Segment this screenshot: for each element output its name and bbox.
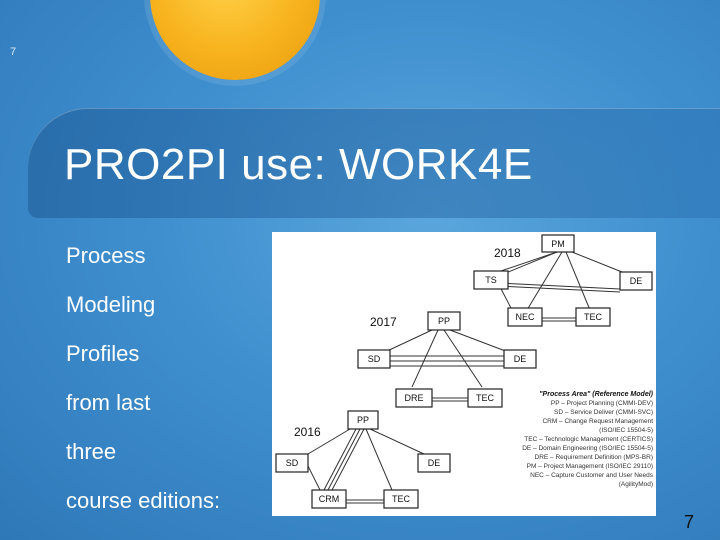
bullet-item: Modeling (66, 292, 156, 317)
legend-item: PM – Project Management (ISO/IEC 29110) (527, 463, 653, 470)
connections-2017 (384, 329, 509, 402)
node-pp-2017: PP (427, 311, 461, 331)
title-band (28, 108, 720, 218)
bullet-item: three (66, 439, 117, 464)
node-sd-2016: SD (275, 453, 309, 473)
legend-item: NEC – Capture Customer and User Needs (530, 472, 654, 479)
node-nec: NEC (507, 307, 543, 327)
legend-item: (AgilityMod) (619, 481, 653, 488)
node-tec-2018-label: TEC (584, 312, 603, 322)
node-de-2016-label: DE (428, 458, 441, 468)
node-sd-2017-label: SD (368, 354, 381, 364)
diagram-legend: "Process Area" (Reference Model) PP – Pr… (522, 391, 654, 488)
year-2018-label: 2018 (494, 246, 521, 260)
bullet-item: from last (66, 390, 151, 415)
legend-item: DRE – Requirement Definition (MPS-BR) (535, 454, 653, 461)
page-number: 7 (684, 512, 695, 532)
node-pp-2016-label: PP (357, 415, 369, 425)
node-de-2017: DE (503, 349, 537, 369)
legend-item: (ISO/IEC 15504-5) (599, 427, 653, 434)
node-tec-2016-label: TEC (392, 494, 411, 504)
node-de-2017-label: DE (514, 354, 527, 364)
diagram-svg: 2018 2017 2016 (275, 234, 654, 509)
year-2017-label: 2017 (370, 315, 397, 329)
legend-item: CRM – Change Request Management (542, 418, 653, 425)
node-tec-2017-label: TEC (476, 393, 495, 403)
legend-item: PP – Project Planning (CMMI-DEV) (551, 400, 653, 407)
legend-item: TEC – Technologic Management (CERTICS) (524, 436, 653, 443)
node-sd-2016-label: SD (286, 458, 299, 468)
bullet-item: Process (66, 243, 146, 268)
node-crm: CRM (311, 489, 347, 509)
slide-number-top: 7 (10, 46, 17, 58)
connections-2018 (497, 251, 623, 322)
node-de-2016: DE (417, 453, 451, 473)
node-de-2018: DE (619, 271, 653, 291)
node-tec-2017: TEC (467, 388, 503, 408)
process-profile-diagram: 2018 2017 2016 (272, 232, 656, 516)
bullet-item: Profiles (66, 341, 140, 366)
connections-2016 (307, 428, 425, 504)
bullet-item: course editions: (66, 488, 221, 513)
node-pp-2016: PP (347, 410, 379, 430)
node-dre-label: DRE (404, 393, 423, 403)
node-tec-2016: TEC (383, 489, 419, 509)
node-pm: PM (541, 234, 575, 253)
bullet-list: Process Modeling Profiles from last thre… (66, 240, 220, 534)
node-pp-2017-label: PP (438, 316, 450, 326)
node-nec-label: NEC (515, 312, 535, 322)
legend-item: SD – Service Deliver (CMMI-SVC) (554, 409, 653, 416)
node-pm-label: PM (551, 239, 565, 249)
year-2016-label: 2016 (294, 425, 321, 439)
node-crm-label: CRM (319, 494, 340, 504)
node-ts-label: TS (485, 275, 497, 285)
node-tec-2018: TEC (575, 307, 611, 327)
node-ts: TS (473, 270, 509, 290)
slide-title: PRO2PI use: WORK4E (64, 140, 533, 189)
legend-item: DE – Domain Engineering (ISO/IEC 15504-5… (522, 445, 653, 452)
node-dre: DRE (395, 388, 433, 408)
node-sd-2017: SD (357, 349, 391, 369)
node-de-2018-label: DE (630, 276, 643, 286)
legend-title: "Process Area" (Reference Model) (539, 391, 653, 398)
